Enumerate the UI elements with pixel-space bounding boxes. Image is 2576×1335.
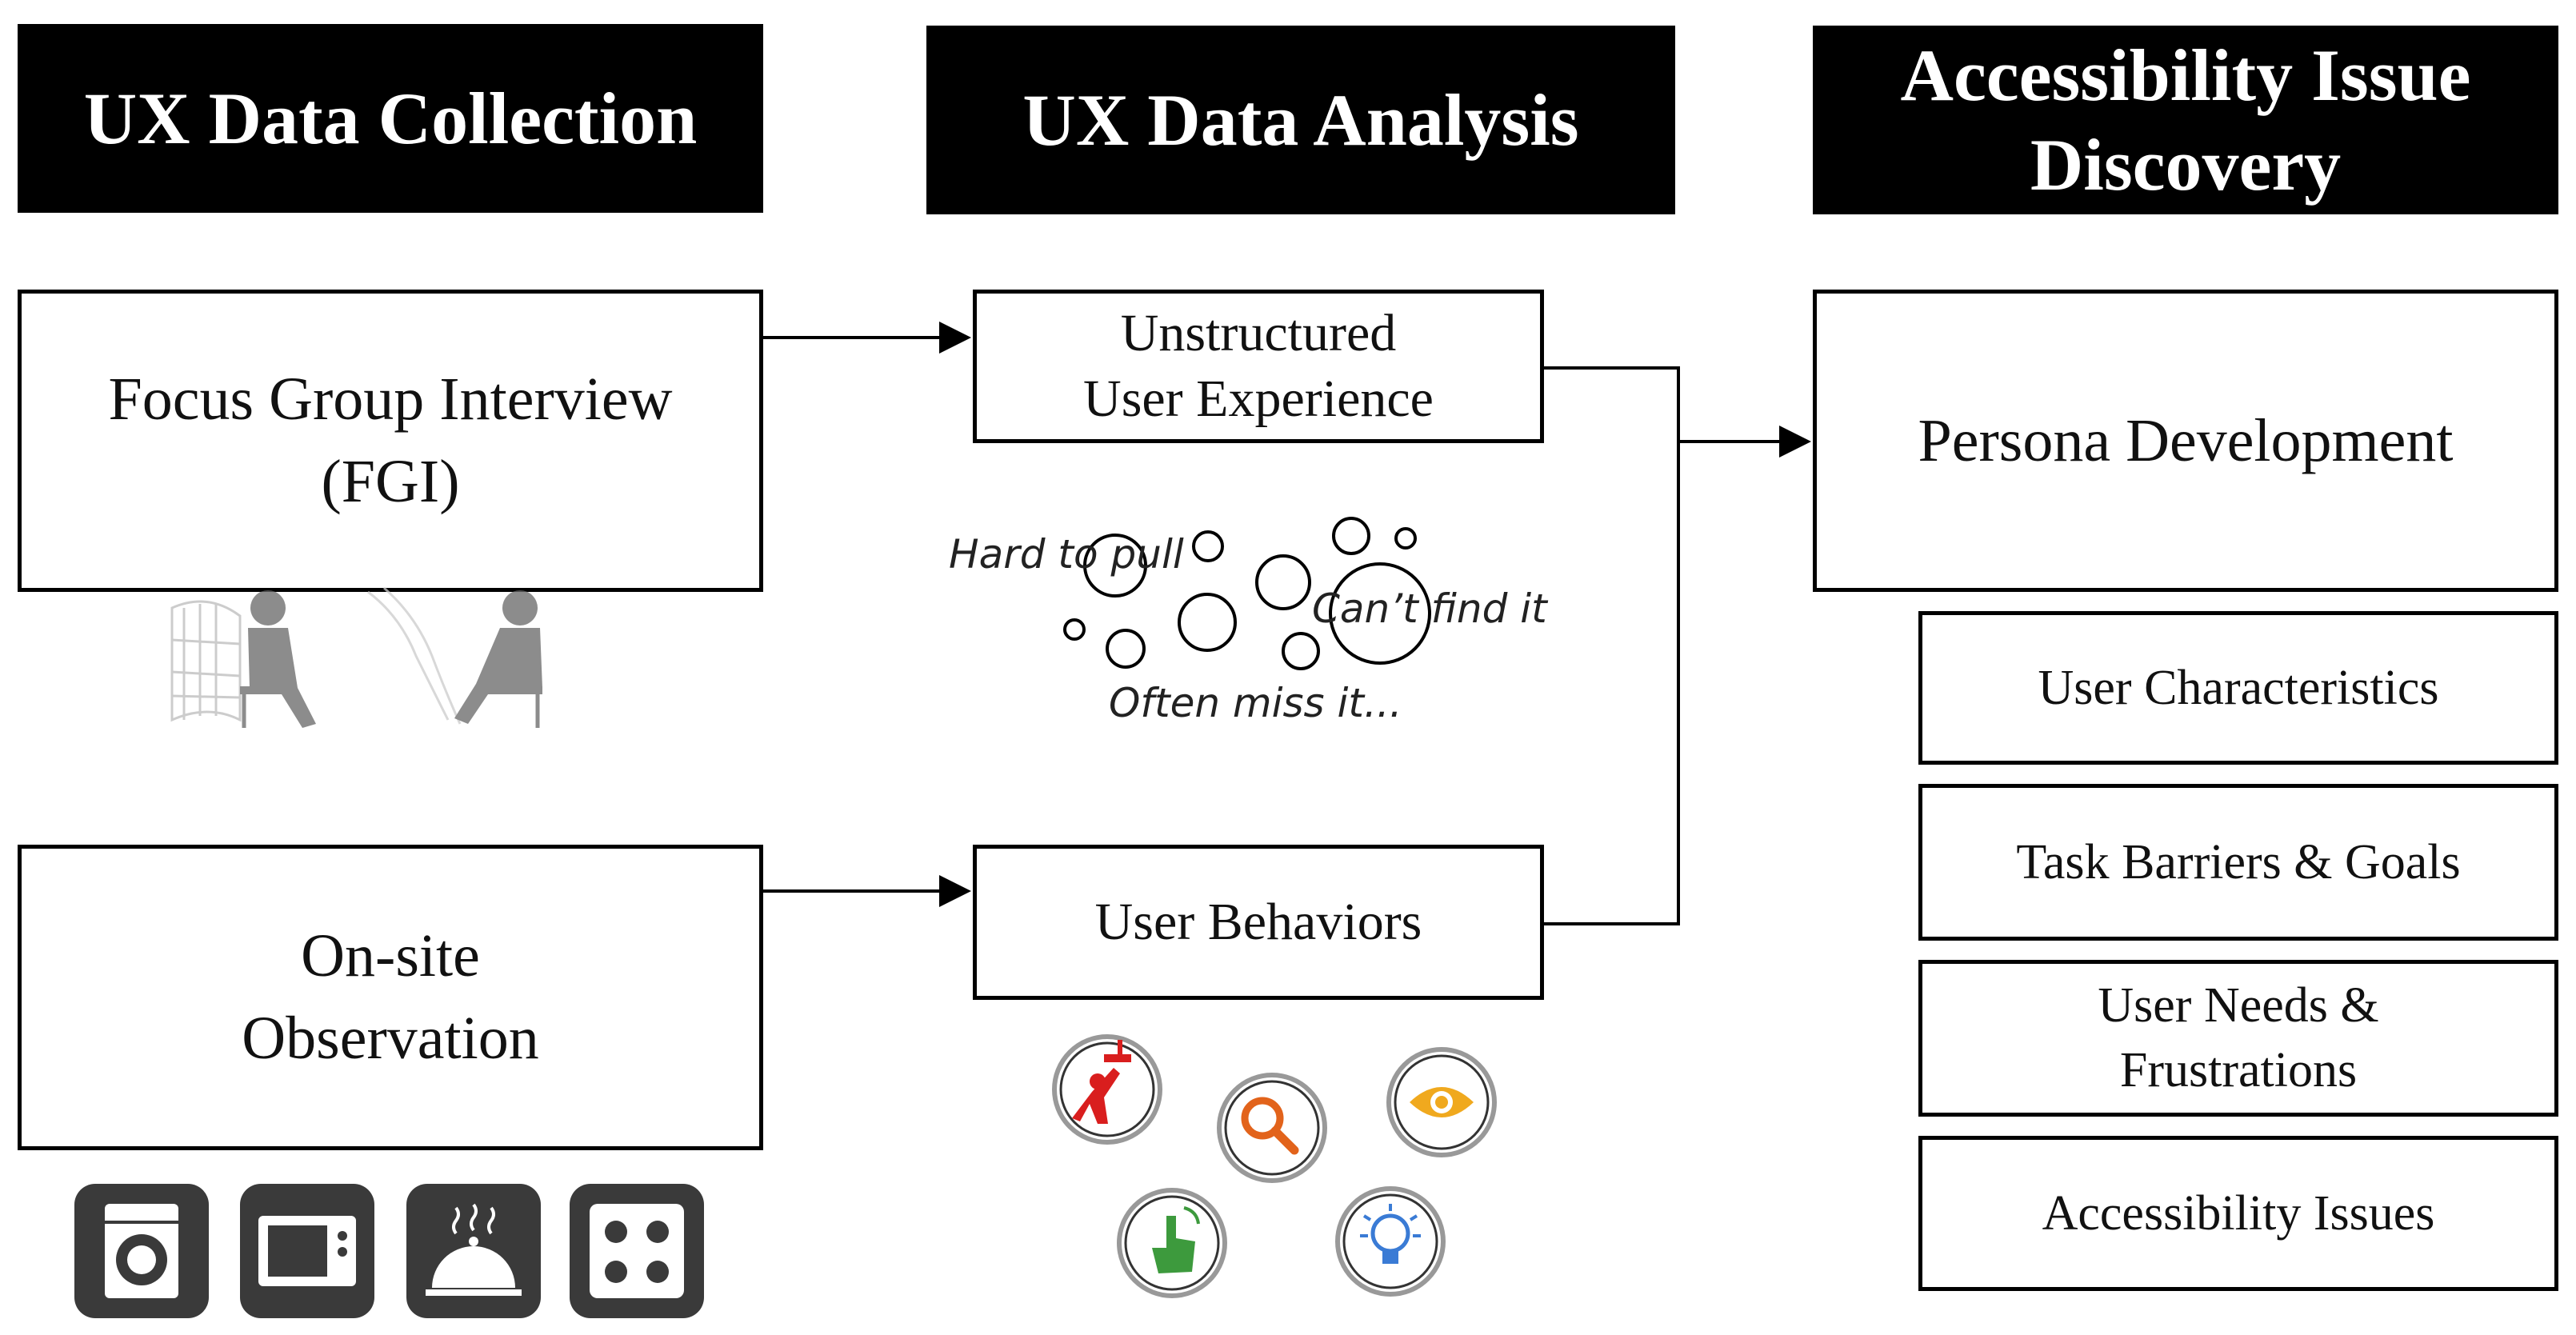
eye-icon bbox=[1386, 1047, 1497, 1157]
tap-hand-icon bbox=[1117, 1188, 1227, 1298]
lightbulb-icon bbox=[1335, 1186, 1446, 1297]
unstructured-user-experience-box: Unstructured User Experience bbox=[973, 290, 1544, 443]
fgi-box: Focus Group Interview (FGI) bbox=[18, 290, 763, 592]
quote-cant-find-it: Can’t find it bbox=[1312, 586, 1547, 632]
header-accessibility-issue-discovery: Accessibility Issue Discovery bbox=[1813, 26, 2558, 214]
user-characteristics-box: User Characteristics bbox=[1918, 611, 2558, 765]
persona-development-box: Persona Development bbox=[1813, 290, 2558, 592]
task-barriers-goals-box: Task Barriers & Goals bbox=[1918, 784, 2558, 941]
on-site-observation-box: On-site Observation bbox=[18, 845, 763, 1150]
food-cover-icon bbox=[406, 1184, 541, 1318]
user-behaviors-box: User Behaviors bbox=[973, 845, 1544, 1000]
magnifier-icon bbox=[1217, 1073, 1327, 1183]
header-ux-data-analysis: UX Data Analysis bbox=[926, 26, 1675, 214]
microwave-icon bbox=[240, 1184, 374, 1318]
header-ux-data-collection: UX Data Collection bbox=[18, 24, 763, 213]
washing-machine-icon bbox=[74, 1184, 209, 1318]
accessibility-issues-box: Accessibility Issues bbox=[1918, 1136, 2558, 1291]
interview-illustration bbox=[170, 586, 542, 728]
user-needs-frustrations-box: User Needs & Frustrations bbox=[1918, 960, 2558, 1117]
thought-bubbles bbox=[1063, 517, 1431, 670]
quote-hard-to-pull: Hard to pull bbox=[949, 531, 1184, 578]
cooktop-icon bbox=[570, 1184, 704, 1318]
quote-often-miss-it: Often miss it... bbox=[1109, 680, 1402, 726]
connector-analysis-merge bbox=[1544, 366, 1680, 925]
person-reaching-icon bbox=[1052, 1034, 1162, 1145]
